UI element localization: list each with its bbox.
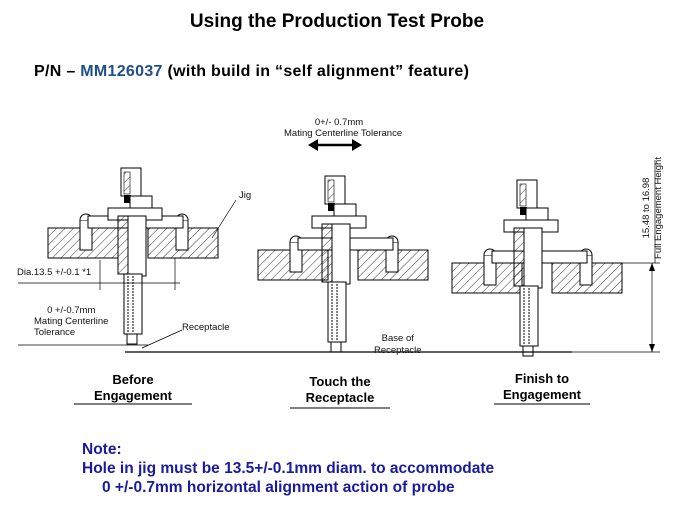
- base-label: Base of Receptacle: [374, 333, 422, 357]
- stage-touch-line1: Touch the: [309, 374, 371, 389]
- note-line1: Hole in jig must be 13.5+/-0.1mm diam. t…: [82, 460, 495, 477]
- stage-before-line1: Before: [112, 372, 154, 387]
- dia-label: Dia.13.5 +/-0.1 *1: [17, 267, 92, 278]
- left-tolerance-line2: Tolerance: [34, 327, 76, 338]
- base-label-line1: Base of: [381, 333, 414, 344]
- stage-before-line2: Engagement: [93, 388, 172, 403]
- pn-number: MM126037: [80, 63, 163, 80]
- slide-title: Using the Production Test Probe: [189, 11, 485, 32]
- height-text: Full Engagement Height: [653, 157, 664, 259]
- stage-finish-line2: Engagement: [502, 387, 581, 402]
- stage-touch-line2: Receptacle: [305, 390, 375, 405]
- pn-prefix: P/N –: [34, 63, 76, 80]
- left-tolerance-value: 0 +/-0.7mm: [47, 305, 96, 316]
- stage-finish-line1: Finish to: [514, 371, 570, 386]
- receptacle-label: Receptacle: [182, 322, 230, 333]
- height-label: 15.48 to 16.98 Full Engagement Height: [641, 143, 665, 273]
- note-heading: Note:: [82, 441, 122, 458]
- top-tolerance-text: Mating Centerline Tolerance: [284, 128, 403, 139]
- height-value: 15.48 to 16.98: [641, 177, 652, 239]
- top-tolerance-label: 0+/- 0.7mm Mating Centerline Tolerance: [284, 117, 403, 139]
- top-tolerance-value: 0+/- 0.7mm: [314, 117, 364, 128]
- tolerance-arrow-icon: [308, 139, 362, 151]
- note-block: Note: Hole in jig must be 13.5+/-0.1mm d…: [82, 440, 494, 497]
- pn-suffix: (with build in “self alignment” feature): [167, 63, 470, 80]
- jig-label: Jig: [239, 190, 252, 201]
- stage-before: Before Engagement: [74, 372, 192, 404]
- base-label-line2: Receptacle: [374, 345, 422, 356]
- left-tolerance-label: 0 +/-0.7mm Mating Centerline Tolerance: [34, 305, 108, 338]
- left-tolerance-line1: Mating Centerline: [34, 316, 109, 327]
- part-number-line: P/N – MM126037 (with build in “self alig…: [34, 63, 469, 81]
- stage-touch: Touch the Receptacle: [290, 374, 390, 406]
- note-line2: 0 +/-0.7mm horizontal alignment action o…: [102, 479, 455, 496]
- stage-finish: Finish to Engagement: [494, 371, 590, 403]
